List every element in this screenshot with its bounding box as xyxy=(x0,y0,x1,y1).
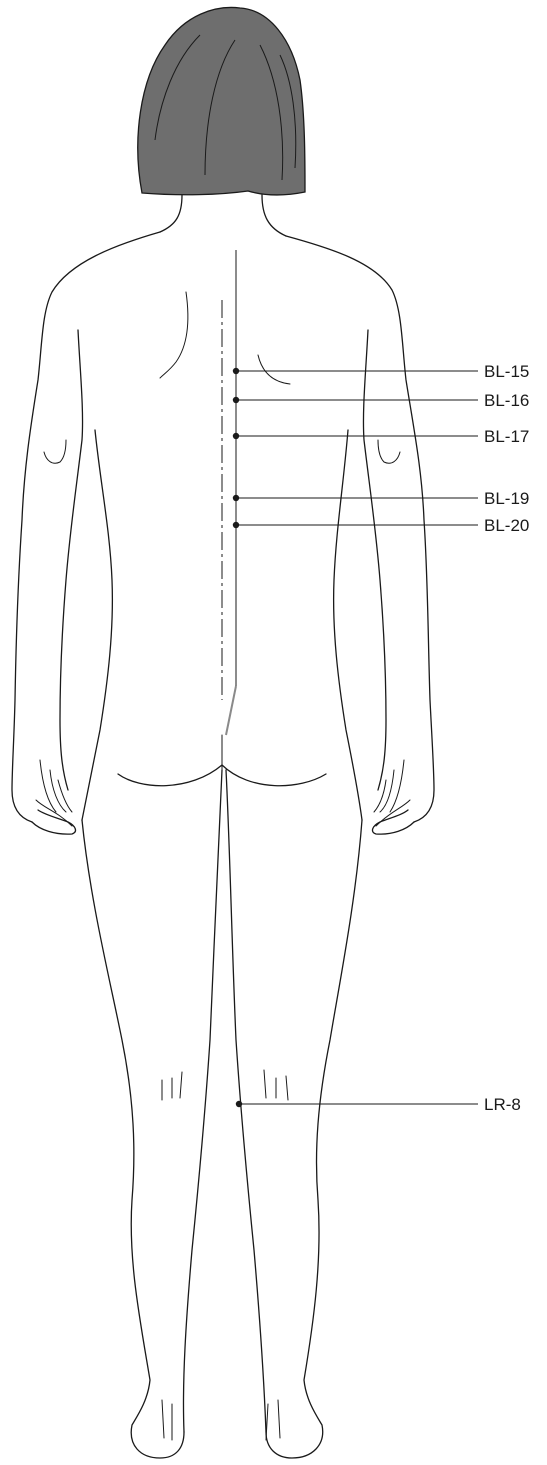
point-label: BL-20 xyxy=(484,516,529,535)
point-bl17: BL-17 xyxy=(233,427,530,446)
point-label: BL-15 xyxy=(484,362,529,381)
point-dot xyxy=(233,495,239,501)
spine-line xyxy=(222,250,236,735)
point-label: BL-16 xyxy=(484,391,529,410)
point-dot xyxy=(236,1101,242,1107)
point-lr8: LR-8 xyxy=(236,1095,521,1114)
point-dot xyxy=(233,397,239,403)
point-bl19: BL-19 xyxy=(233,489,530,508)
body-outline xyxy=(12,195,434,1458)
point-dot xyxy=(233,522,239,528)
point-bl20: BL-20 xyxy=(233,516,530,535)
point-dot xyxy=(233,433,239,439)
point-bl15: BL-15 xyxy=(233,362,530,381)
point-bl16: BL-16 xyxy=(233,391,530,410)
point-label: LR-8 xyxy=(484,1095,521,1114)
point-dot xyxy=(233,368,239,374)
hair xyxy=(138,7,305,194)
point-label: BL-17 xyxy=(484,427,529,446)
point-label: BL-19 xyxy=(484,489,529,508)
